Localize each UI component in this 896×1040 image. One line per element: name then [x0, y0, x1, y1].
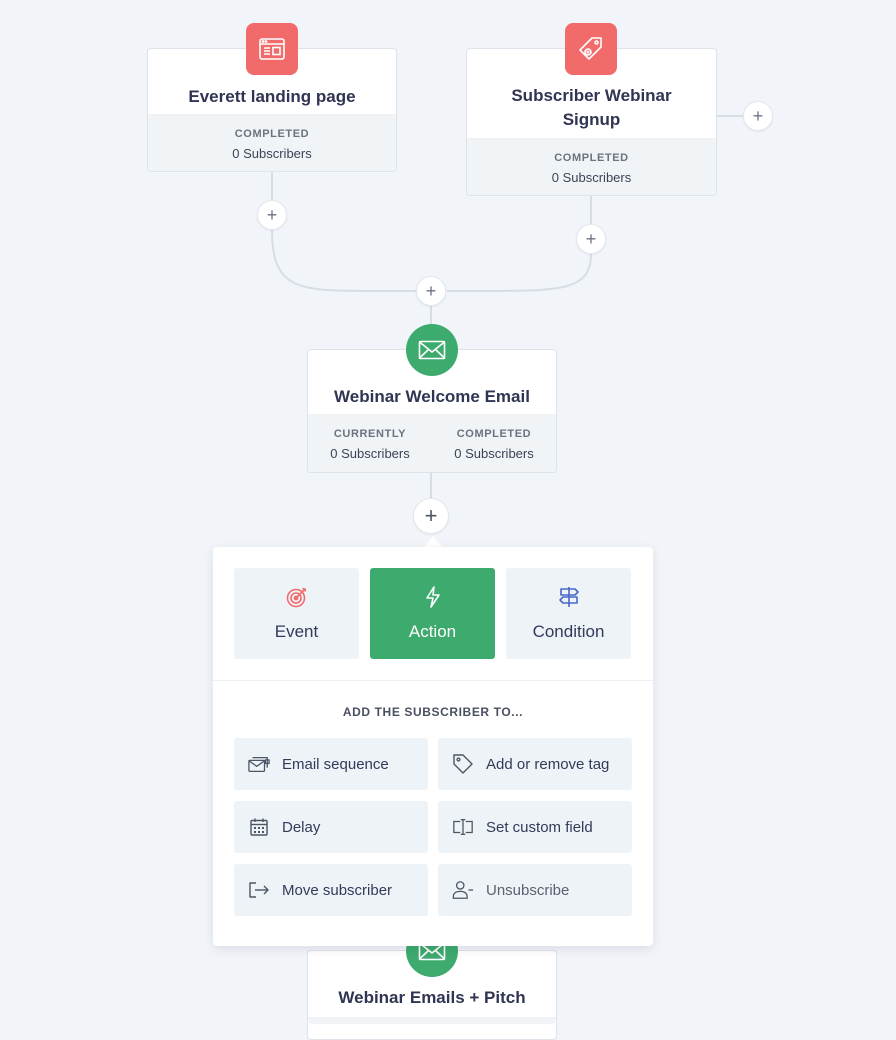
- stat-value: 0 Subscribers: [551, 169, 632, 185]
- add-step-button[interactable]: +: [416, 276, 446, 306]
- email-sequence-icon: [248, 753, 270, 775]
- node-stats: COMPLETED 0 Subscribers: [148, 114, 396, 171]
- step-picker-panel: Event Action Condition ADD THE SUBSCRIBE…: [213, 547, 653, 946]
- move-arrow-icon: [248, 879, 270, 901]
- step-type-tabs: Event Action Condition: [234, 568, 631, 659]
- landing-page-icon: [246, 23, 298, 75]
- option-unsubscribe[interactable]: Unsubscribe: [438, 864, 632, 916]
- node-stats: CURRENTLY 0 Subscribers COMPLETED 0 Subs…: [308, 414, 556, 472]
- user-minus-icon: [452, 879, 474, 901]
- option-set-custom-field[interactable]: Set custom field: [438, 801, 632, 853]
- stat-label: COMPLETED: [554, 151, 629, 164]
- add-step-button[interactable]: +: [257, 200, 287, 230]
- stat-value: 0 Subscribers: [232, 145, 312, 161]
- tab-label: Event: [274, 622, 319, 641]
- option-label: Set custom field: [486, 818, 593, 836]
- tag-icon: [565, 23, 617, 75]
- panel-divider: [213, 680, 653, 681]
- lightning-icon: [423, 585, 443, 614]
- panel-heading: ADD THE SUBSCRIBER TO...: [342, 705, 524, 719]
- tab-label: Action: [408, 622, 457, 641]
- option-email-sequence[interactable]: Email sequence: [234, 738, 428, 790]
- option-label: Email sequence: [282, 755, 389, 773]
- envelope-icon: [406, 324, 458, 376]
- completed-stat: COMPLETED 0 Subscribers: [454, 426, 533, 461]
- tag-icon: [452, 753, 474, 775]
- stat-label: COMPLETED: [234, 127, 310, 140]
- action-options: Email sequence Add or remove tag: [234, 738, 632, 916]
- text-cursor-icon: [452, 816, 474, 838]
- add-step-button[interactable]: +: [576, 224, 606, 254]
- stat-label: COMPLETED: [456, 428, 532, 440]
- node-stats: COMPLETED 0 Subscribers: [467, 138, 716, 195]
- target-icon: [285, 585, 309, 614]
- stat-value: 0 Subscribers: [454, 446, 534, 461]
- stat-value: 0 Subscribers: [330, 446, 410, 461]
- welcome-email-node[interactable]: Webinar Welcome Email CURRENTLY 0 Subscr…: [307, 349, 557, 473]
- tab-label: Condition: [532, 622, 605, 641]
- completed-stat: COMPLETED 0 Subscribers: [232, 126, 311, 161]
- option-label: Add or remove tag: [486, 755, 610, 773]
- currently-stat: CURRENTLY 0 Subscribers: [330, 426, 409, 461]
- panel-caret: [424, 536, 442, 547]
- signpost-icon: [557, 585, 581, 614]
- node-stats: [308, 1017, 556, 1024]
- option-label: Delay: [282, 818, 321, 836]
- completed-stat: COMPLETED 0 Subscribers: [552, 150, 631, 185]
- add-branch-button[interactable]: +: [743, 101, 773, 131]
- option-add-remove-tag[interactable]: Add or remove tag: [438, 738, 632, 790]
- option-label: Move subscriber: [282, 881, 393, 899]
- tab-event[interactable]: Event: [234, 568, 359, 659]
- option-label: Unsubscribe: [486, 881, 570, 899]
- tab-action[interactable]: Action: [370, 568, 495, 659]
- calendar-icon: [248, 816, 270, 838]
- option-delay[interactable]: Delay: [234, 801, 428, 853]
- tab-condition[interactable]: Condition: [506, 568, 631, 659]
- stat-label: CURRENTLY: [333, 428, 407, 440]
- node-title: Subscriber Webinar Signup: [511, 86, 672, 129]
- landing-page-node[interactable]: Everett landing page COMPLETED 0 Subscri…: [147, 48, 397, 172]
- node-title: Webinar Emails + Pitch: [338, 988, 526, 1007]
- add-step-button[interactable]: +: [413, 498, 449, 534]
- node-title: Everett landing page: [188, 87, 356, 106]
- option-move-subscriber[interactable]: Move subscriber: [234, 864, 428, 916]
- node-title: Webinar Welcome Email: [334, 387, 530, 406]
